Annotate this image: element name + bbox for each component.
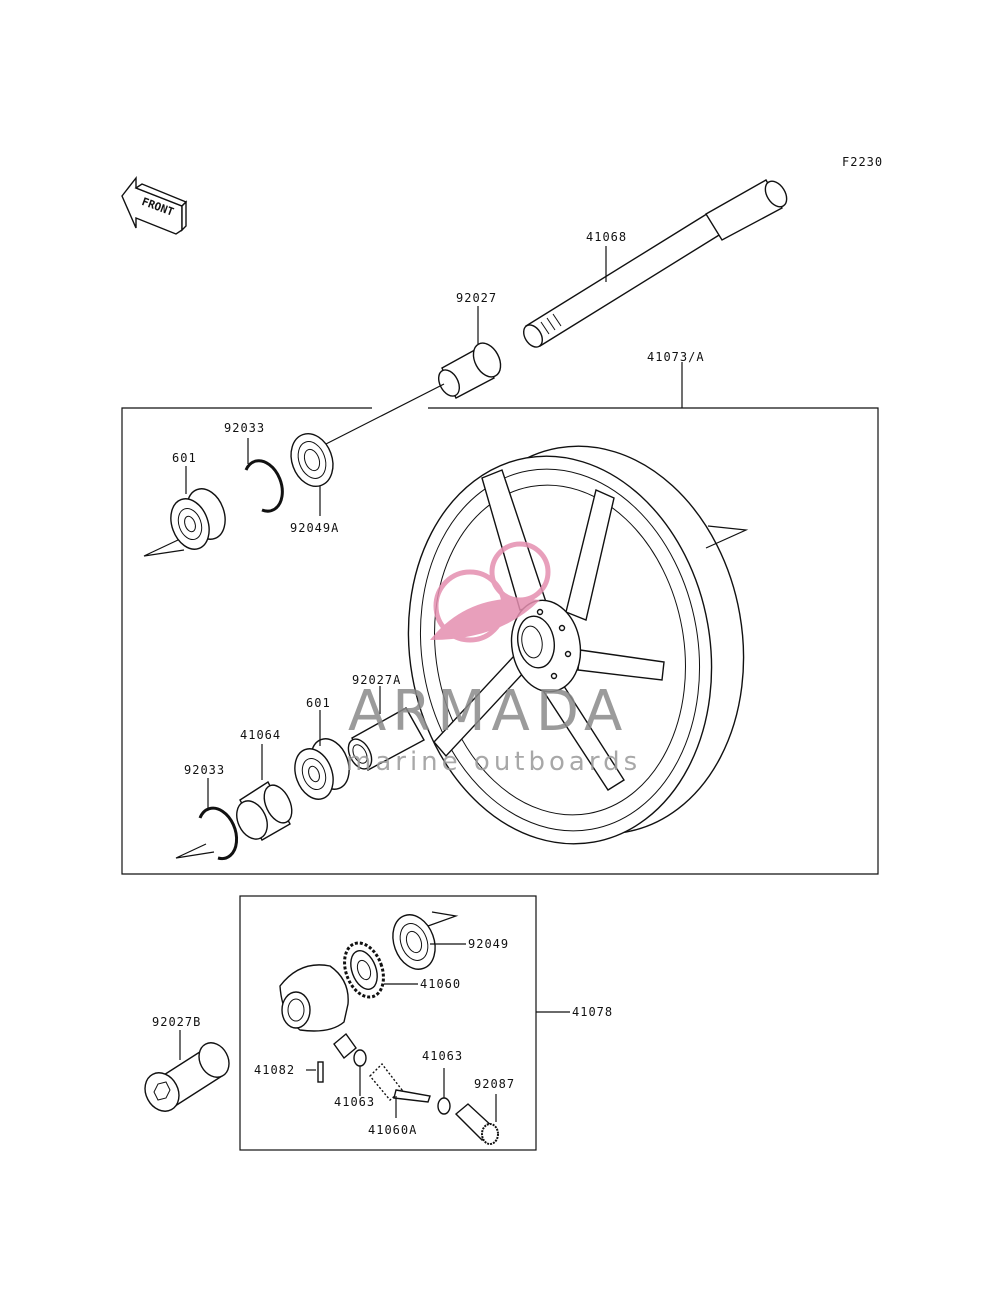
front-arrow-icon: FRONT — [121, 175, 188, 235]
watermark-title: ARMADA — [348, 679, 628, 744]
label-41068: 41068 — [586, 230, 627, 244]
hub-collar-41064 — [236, 780, 293, 841]
washer-41063-left — [353, 1049, 367, 1067]
label-92087: 92087 — [474, 1077, 515, 1091]
label-41063-left: 41063 — [334, 1095, 375, 1109]
bearing-601-top — [170, 488, 226, 550]
collar-92027 — [437, 342, 502, 399]
label-92027A: 92027A — [352, 673, 401, 687]
wheel-41073A — [407, 445, 745, 845]
armada-logo-icon — [430, 541, 551, 643]
circlip-92033-bottom — [198, 806, 239, 861]
label-92033-top: 92033 — [224, 421, 265, 435]
label-41078: 41078 — [572, 1005, 613, 1019]
label-601-top: 601 — [172, 451, 197, 465]
label-601-bottom: 601 — [306, 696, 331, 710]
bushing-92087 — [454, 1103, 499, 1145]
oil-seal-92049 — [392, 914, 436, 970]
pinion-41060A — [369, 1062, 431, 1103]
oil-seal-92049A — [290, 433, 334, 487]
label-41060A: 41060A — [368, 1123, 417, 1137]
collar-92027B — [144, 1042, 230, 1112]
circlip-92033-top — [244, 459, 284, 513]
diagram-code: F2230 — [842, 155, 883, 169]
gear-41060 — [343, 941, 385, 999]
label-92049: 92049 — [468, 937, 509, 951]
pin-41082 — [317, 1061, 324, 1083]
label-41073A: 41073/A — [647, 350, 705, 364]
axle-41068 — [523, 179, 788, 348]
speedometer-gear-frame — [239, 895, 537, 1151]
collar-92027A — [347, 707, 425, 771]
label-41082: 41082 — [254, 1063, 295, 1077]
wheel-assembly-frame — [121, 407, 879, 875]
watermark-subtitle: marine outboards — [346, 747, 641, 777]
label-92049A: 92049A — [290, 521, 339, 535]
armada-watermark: ARMADA marine outboards — [346, 541, 641, 777]
washer-41063-right — [437, 1097, 451, 1115]
label-41063-right: 41063 — [422, 1049, 463, 1063]
label-92033-bottom: 92033 — [184, 763, 225, 777]
label-41060: 41060 — [420, 977, 461, 991]
gear-housing — [279, 964, 357, 1060]
label-92027B: 92027B — [152, 1015, 201, 1029]
label-92027: 92027 — [456, 291, 497, 305]
bearing-601-bottom — [294, 738, 350, 800]
label-41064: 41064 — [240, 728, 281, 742]
